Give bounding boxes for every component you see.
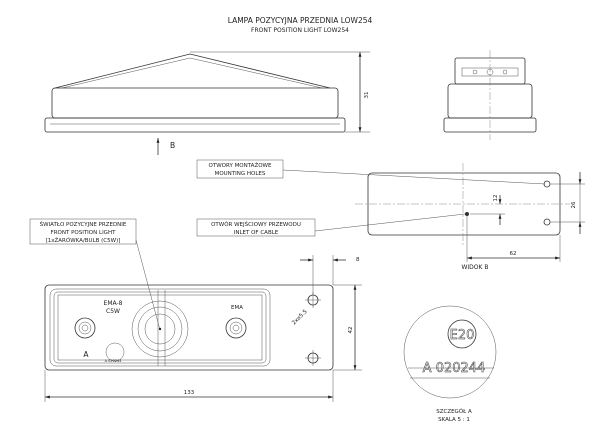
drawing-title: LAMPA POZYCYJNA PRZEDNIA LOW254	[228, 16, 373, 25]
height-dimension: 31	[364, 92, 370, 99]
approval-mark: E20	[450, 328, 475, 343]
front-light-label-pl: ŚWIATŁO POZYCYJNE PRZEDNIE	[40, 221, 127, 228]
detail-marker: A	[83, 350, 89, 359]
detail-title: SZCZEGÓŁ A	[436, 408, 472, 415]
mounting-hole	[543, 218, 551, 226]
front-light-label-en: FRONT POSITION LIGHT	[51, 230, 117, 236]
inlet-offset-dimension: 12	[493, 195, 499, 202]
approval-mark-circle	[447, 319, 477, 349]
holes-diameter-dimension: 2x⌀5.5	[291, 309, 309, 327]
inlet-to-holes-dimension: 62	[510, 251, 517, 257]
view-b: 26 12 62 WIDOK B OTWORY MONTAŻOWE MOUNTI…	[196, 159, 585, 271]
cable-inlet-label-pl: OTWÓR WEJŚCIOWY PRZEWODU	[211, 221, 301, 228]
detail-a: E20 A 020244 SZCZEGÓŁ A SKALA 5 : 1	[403, 305, 497, 423]
cable-inlet	[465, 212, 469, 216]
drawing-subtitle: FRONT POSITION LIGHT LOW254	[251, 27, 349, 34]
detail-scale: SKALA 5 : 1	[438, 417, 470, 423]
marking-ema8: EMA-8	[104, 300, 123, 307]
approval-number: A 020244	[423, 361, 486, 376]
mounting-holes-label-en: MOUNTING HOLES	[215, 171, 266, 177]
view-b-title: WIDOK B	[461, 264, 488, 271]
small-approval-code: A 020244	[105, 359, 123, 363]
front-view: ŚWIATŁO POZYCYJNE PRZEDNIE FRONT POSITIO…	[29, 218, 362, 402]
height-dimension-front: 42	[348, 327, 354, 334]
top-view: 31	[44, 51, 370, 133]
view-b-arrow: B	[156, 138, 175, 155]
hole-spacing-dimension: 26	[571, 201, 577, 208]
cable-inlet-label-en: INLET OF CABLE	[234, 230, 279, 236]
edge-dimension: 8	[356, 257, 360, 263]
mounting-holes-label-pl: OTWORY MONTAŻOWE	[209, 162, 272, 169]
bulb-label: [1xŻARÓWKA/BULB (C5W)]	[46, 237, 121, 244]
marking-ema-right: EMA	[231, 305, 243, 311]
side-view	[443, 50, 537, 140]
view-arrow-label: B	[170, 141, 175, 150]
width-dimension: 133	[184, 390, 195, 396]
marking-c5w: C5W	[106, 308, 120, 315]
